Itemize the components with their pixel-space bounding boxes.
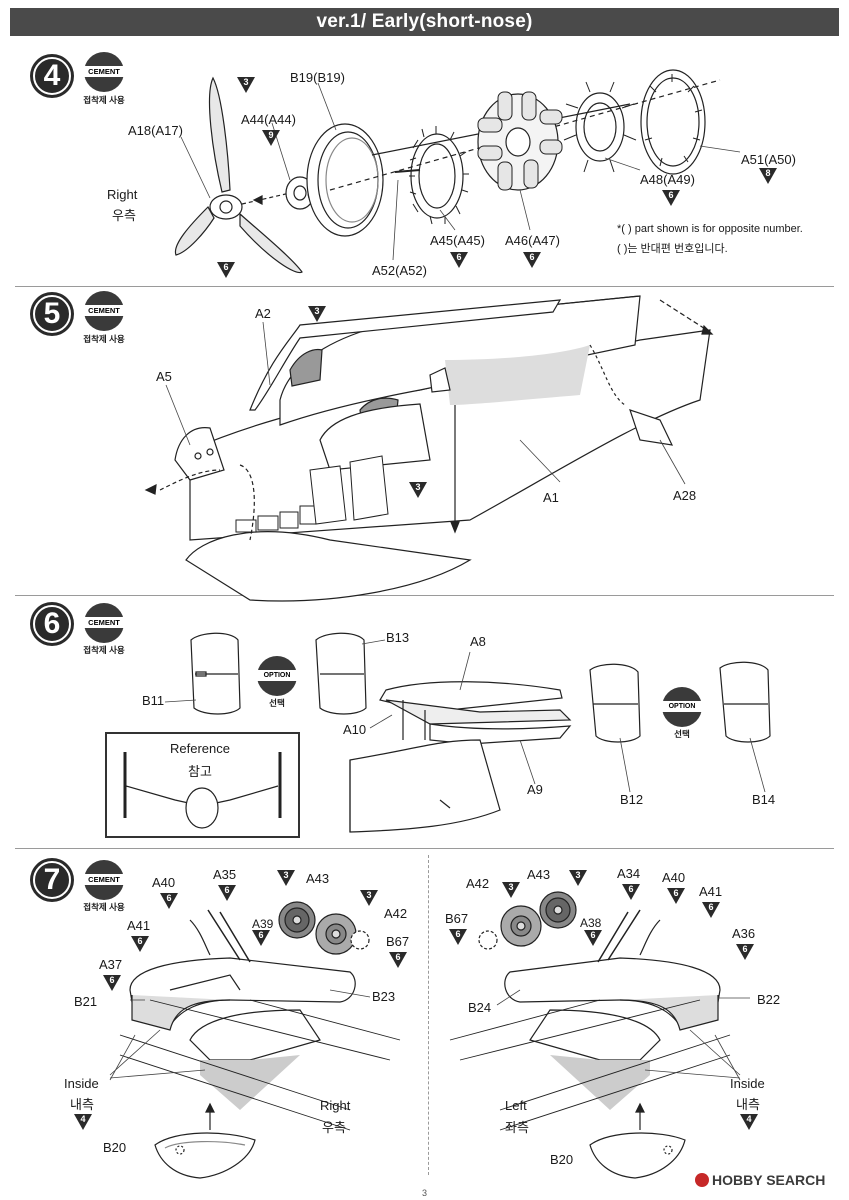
- cement-icon: CEMENT: [82, 291, 126, 331]
- note-ko: ( )는 반대편 번호입니다.: [617, 243, 728, 255]
- section-divider-1: [15, 286, 834, 287]
- cement-label: 접착제 사용: [83, 334, 125, 344]
- option-icon: OPTION: [255, 656, 299, 696]
- step-number-6: 6: [30, 602, 74, 646]
- label-a1: A1: [543, 490, 559, 505]
- label-r-a38: A38: [580, 916, 602, 930]
- label-l-b21: B21: [74, 994, 98, 1009]
- page-header: ver.1/ Early(short-nose): [10, 8, 839, 36]
- watermark: HOBBY SEARCH: [695, 1172, 825, 1188]
- label-a45: A45(A45): [430, 233, 485, 248]
- cement-label: 접착제 사용: [83, 645, 125, 655]
- step7-vertical-divider: [428, 855, 429, 1175]
- cement-icon: CEMENT: [82, 52, 126, 92]
- reference-box: [105, 732, 300, 838]
- section-divider-2: [15, 595, 834, 596]
- label-l-a41: A41: [127, 918, 151, 933]
- label-r-a40: A40: [662, 870, 686, 885]
- label-l-a43: A43: [306, 871, 330, 886]
- label-l-a37: A37: [99, 957, 123, 972]
- label-a10: A10: [343, 722, 367, 737]
- label-r-a36: A36: [732, 926, 756, 941]
- reference-tail-drawing: [125, 752, 280, 828]
- label-right: Right: [107, 187, 138, 202]
- step-number-5: 5: [30, 292, 74, 336]
- label-l-b23: B23: [372, 989, 396, 1004]
- label-a46: A46(A47): [505, 233, 560, 248]
- label-a28: A28: [673, 488, 697, 503]
- label-l-inside-ko: 내측: [70, 1097, 94, 1112]
- label-l-a35: A35: [213, 867, 237, 882]
- right-nacelle-drawing: [450, 892, 750, 1178]
- label-b19: B19(B19): [290, 70, 345, 85]
- label-r-b22: B22: [757, 992, 781, 1007]
- propeller-drawing: [175, 78, 302, 273]
- engine-gear-drawing: [409, 126, 469, 224]
- exhaust-ring-drawing: [564, 82, 636, 172]
- section-divider-3: [15, 848, 834, 849]
- label-a8: A8: [470, 634, 486, 649]
- label-l-b67: B67: [386, 934, 410, 949]
- step-number-7: 7: [30, 858, 74, 902]
- label-a9: A9: [527, 782, 543, 797]
- label-r-left-ko: 좌측: [505, 1120, 529, 1135]
- label-r-b20: B20: [550, 1152, 574, 1167]
- label-a44: A44(A44): [241, 112, 296, 127]
- label-b14: B14: [752, 792, 776, 807]
- page-number: 3: [422, 1188, 428, 1198]
- cement-label: 접착제 사용: [83, 902, 125, 912]
- label-a2: A2: [255, 306, 271, 321]
- label-l-right-ko: 우측: [322, 1120, 346, 1135]
- cement-icon: CEMENT: [82, 860, 126, 900]
- left-nacelle-drawing: [110, 902, 400, 1178]
- label-l-a42: A42: [384, 906, 408, 921]
- cement-icon: CEMENT: [82, 603, 126, 643]
- cowl-flap-ring-drawing: [641, 70, 705, 174]
- label-l-a40: A40: [152, 875, 176, 890]
- fuselage-drawing: [146, 296, 712, 601]
- option-label: 선택: [674, 729, 690, 739]
- note-en: *( ) part shown is for opposite number.: [617, 223, 803, 235]
- label-r-b67: B67: [445, 911, 469, 926]
- stabilizer-drawing: [165, 633, 770, 832]
- label-a5: A5: [156, 369, 172, 384]
- label-r-inside: Inside: [730, 1076, 765, 1091]
- label-r-a43: A43: [527, 867, 551, 882]
- label-b13: B13: [386, 630, 410, 645]
- label-r-a41: A41: [699, 884, 723, 899]
- hobby-search-logo-icon: [695, 1173, 709, 1187]
- label-b11: B11: [142, 693, 165, 708]
- reference-label: Reference: [170, 741, 230, 756]
- label-l-right: Right: [320, 1098, 351, 1113]
- label-l-a39: A39: [252, 917, 274, 931]
- radial-engine-drawing: [478, 92, 562, 190]
- cement-label: 접착제 사용: [83, 95, 125, 105]
- label-a51: A51(A50): [741, 152, 796, 167]
- label-right-ko: 우측: [112, 208, 136, 223]
- label-b12: B12: [620, 792, 644, 807]
- option-label: 선택: [269, 698, 285, 708]
- label-r-b24: B24: [468, 1000, 492, 1015]
- label-l-b20: B20: [103, 1140, 127, 1155]
- label-a48: A48(A49): [640, 172, 695, 187]
- label-r-a42: A42: [466, 876, 490, 891]
- option-icon: OPTION: [660, 687, 704, 727]
- label-r-left: Left: [505, 1098, 527, 1113]
- label-r-a34: A34: [617, 866, 641, 881]
- reference-label-ko: 참고: [188, 764, 212, 779]
- label-a52: A52(A52): [372, 263, 427, 278]
- label-r-inside-ko: 내측: [736, 1097, 760, 1112]
- label-l-inside: Inside: [64, 1076, 99, 1091]
- step-number-4: 4: [30, 54, 74, 98]
- label-a18: A18(A17): [128, 123, 183, 138]
